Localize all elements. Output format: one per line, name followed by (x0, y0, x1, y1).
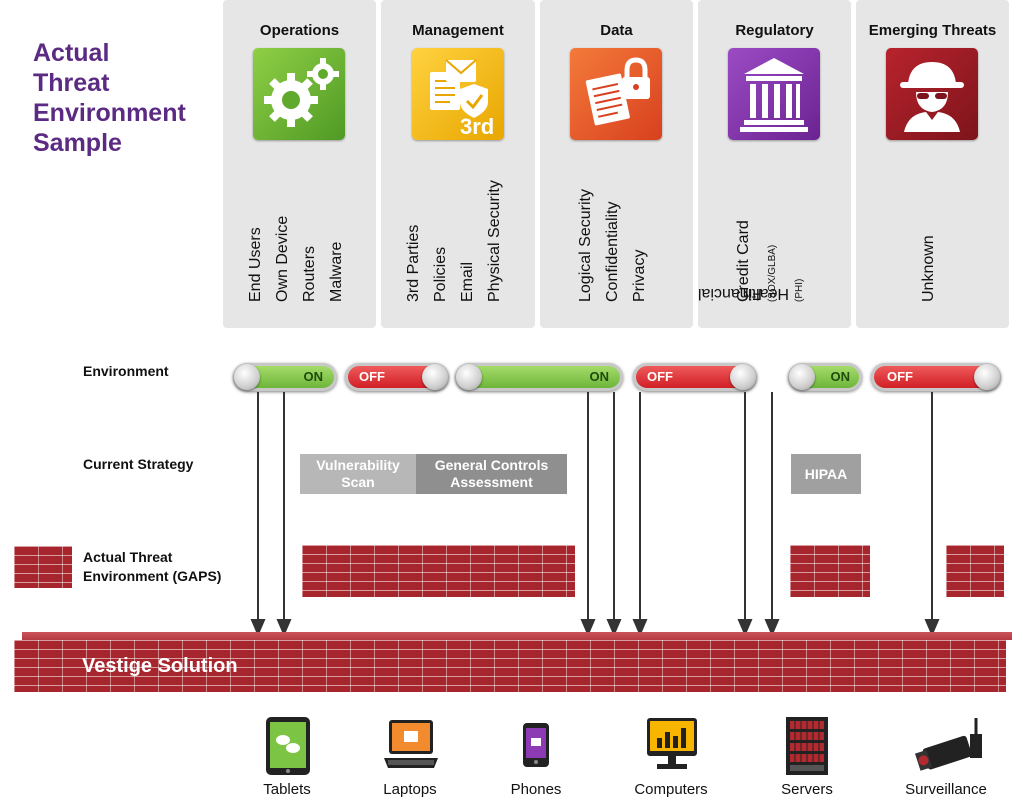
device-phones: Phones (476, 714, 596, 799)
environment-toggle-off[interactable]: OFF (345, 363, 449, 391)
brick-wall-gap (946, 545, 1004, 597)
environment-toggle-on[interactable]: ON (455, 363, 623, 391)
brick-wall-gap (14, 546, 72, 588)
environment-toggle-off[interactable]: OFF (871, 363, 1001, 391)
locked-document-icon (570, 48, 662, 140)
diagram-title: Actual Threat Environment Sample (33, 39, 186, 157)
spy-icon (886, 48, 978, 140)
third-party-email-icon: 3rd (412, 48, 504, 140)
gears-icon (253, 48, 345, 140)
courthouse-icon (728, 48, 820, 140)
solution-wall-top (22, 632, 1012, 640)
server-rack-icon (785, 716, 829, 781)
column-heading: Management (412, 22, 504, 39)
brick-wall-gap (302, 545, 575, 597)
laptop-icon (382, 718, 440, 779)
column-heading: Operations (259, 22, 340, 39)
row-label-environment: Environment (83, 363, 169, 379)
computer-icon (645, 716, 699, 779)
column-heading: Data (600, 22, 633, 39)
column-operations: Operations End Users Own (223, 0, 376, 328)
device-laptops: Laptops (350, 714, 470, 799)
row-label-current-strategy: Current Strategy (83, 456, 194, 472)
solution-label: Vestige Solution (82, 655, 238, 677)
column-data: Data Logical Security Confidentiality Pr… (540, 0, 693, 328)
column-emerging-threats: Emerging Threats Unknown (856, 0, 1009, 328)
strategy-hipaa: HIPAA (791, 454, 861, 494)
column-management: Management 3rd 3rd Parties Policies Emai… (381, 0, 535, 328)
security-camera-icon (910, 716, 986, 783)
tablet-icon (265, 716, 311, 781)
device-computers: Computers (611, 714, 731, 799)
column-regulatory: Regulatory Credit Card Financial (SOX/GL… (698, 0, 851, 328)
device-surveillance: Surveillance (886, 714, 1006, 799)
phone-icon (522, 722, 550, 773)
environment-toggle-on[interactable]: ON (233, 363, 337, 391)
device-tablets: Tablets (227, 714, 347, 799)
solution-wall: Vestige Solution (14, 640, 1006, 692)
environment-toggle-on[interactable]: ON (788, 363, 862, 391)
brick-wall-gap (790, 545, 870, 597)
environment-toggle-off[interactable]: OFF (633, 363, 757, 391)
column-heading: Emerging Threats (868, 22, 997, 39)
device-servers: Servers (747, 714, 867, 799)
row-label-gaps: Actual Threat Environment (GAPS) (83, 549, 222, 584)
svg-text:3rd: 3rd (460, 114, 494, 139)
column-heading: Regulatory (735, 22, 814, 39)
